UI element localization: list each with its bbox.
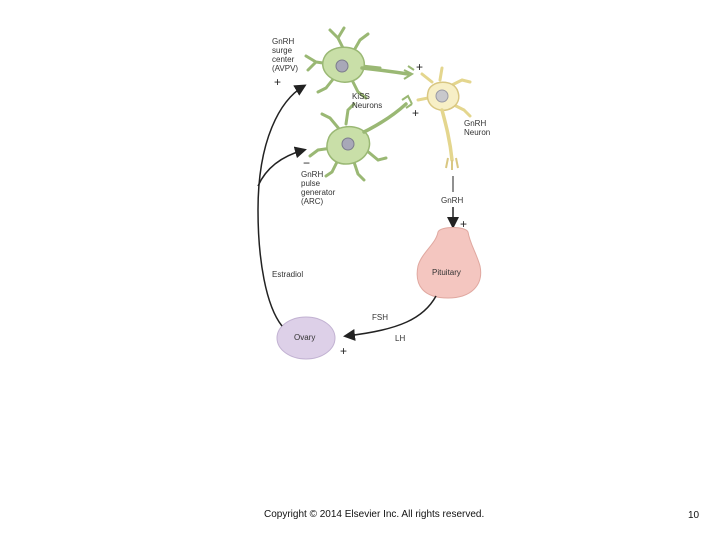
pituitary-shape xyxy=(416,227,482,299)
fsh-label: FSH xyxy=(372,313,388,322)
gnrh-neuron xyxy=(416,66,472,170)
kiss-neurons-label: KiSS Neurons xyxy=(352,92,383,110)
ovary-plus-sign: + xyxy=(340,344,348,358)
pulse-generator-label: GnRH pulse generator (ARC) xyxy=(301,170,336,206)
estradiol-to-arc-arrow xyxy=(257,146,307,187)
surge-center-plus-sign: + xyxy=(274,75,282,89)
kiss-to-gnrh-upper-plus-sign: + xyxy=(416,60,424,74)
gnrh-to-pituitary-plus-sign: + xyxy=(460,217,468,231)
gnrh-label: GnRH xyxy=(441,196,464,205)
estradiol-to-avpv-arrow xyxy=(257,84,307,327)
pulse-generator-minus-sign: − xyxy=(303,156,311,170)
ovary-shape xyxy=(276,316,336,360)
kiss-to-gnrh-lower-plus-sign: + xyxy=(412,106,420,120)
lh-label: LH xyxy=(395,334,406,343)
page-number: 10 xyxy=(688,510,700,521)
estradiol-label: Estradiol xyxy=(272,270,304,279)
kiss-neuron-avpv xyxy=(304,26,415,100)
gnrh-neuron-label: GnRH Neuron xyxy=(464,119,491,137)
copyright-notice: Copyright © 2014 Elsevier Inc. All right… xyxy=(264,509,485,520)
ovary-label: Ovary xyxy=(294,333,316,342)
pituitary-label: Pituitary xyxy=(432,268,461,277)
surge-center-label: GnRH surge center (AVPV) xyxy=(272,37,299,73)
fsh-lh-arrow xyxy=(343,295,437,341)
kiss-neuron-arc xyxy=(308,94,413,182)
